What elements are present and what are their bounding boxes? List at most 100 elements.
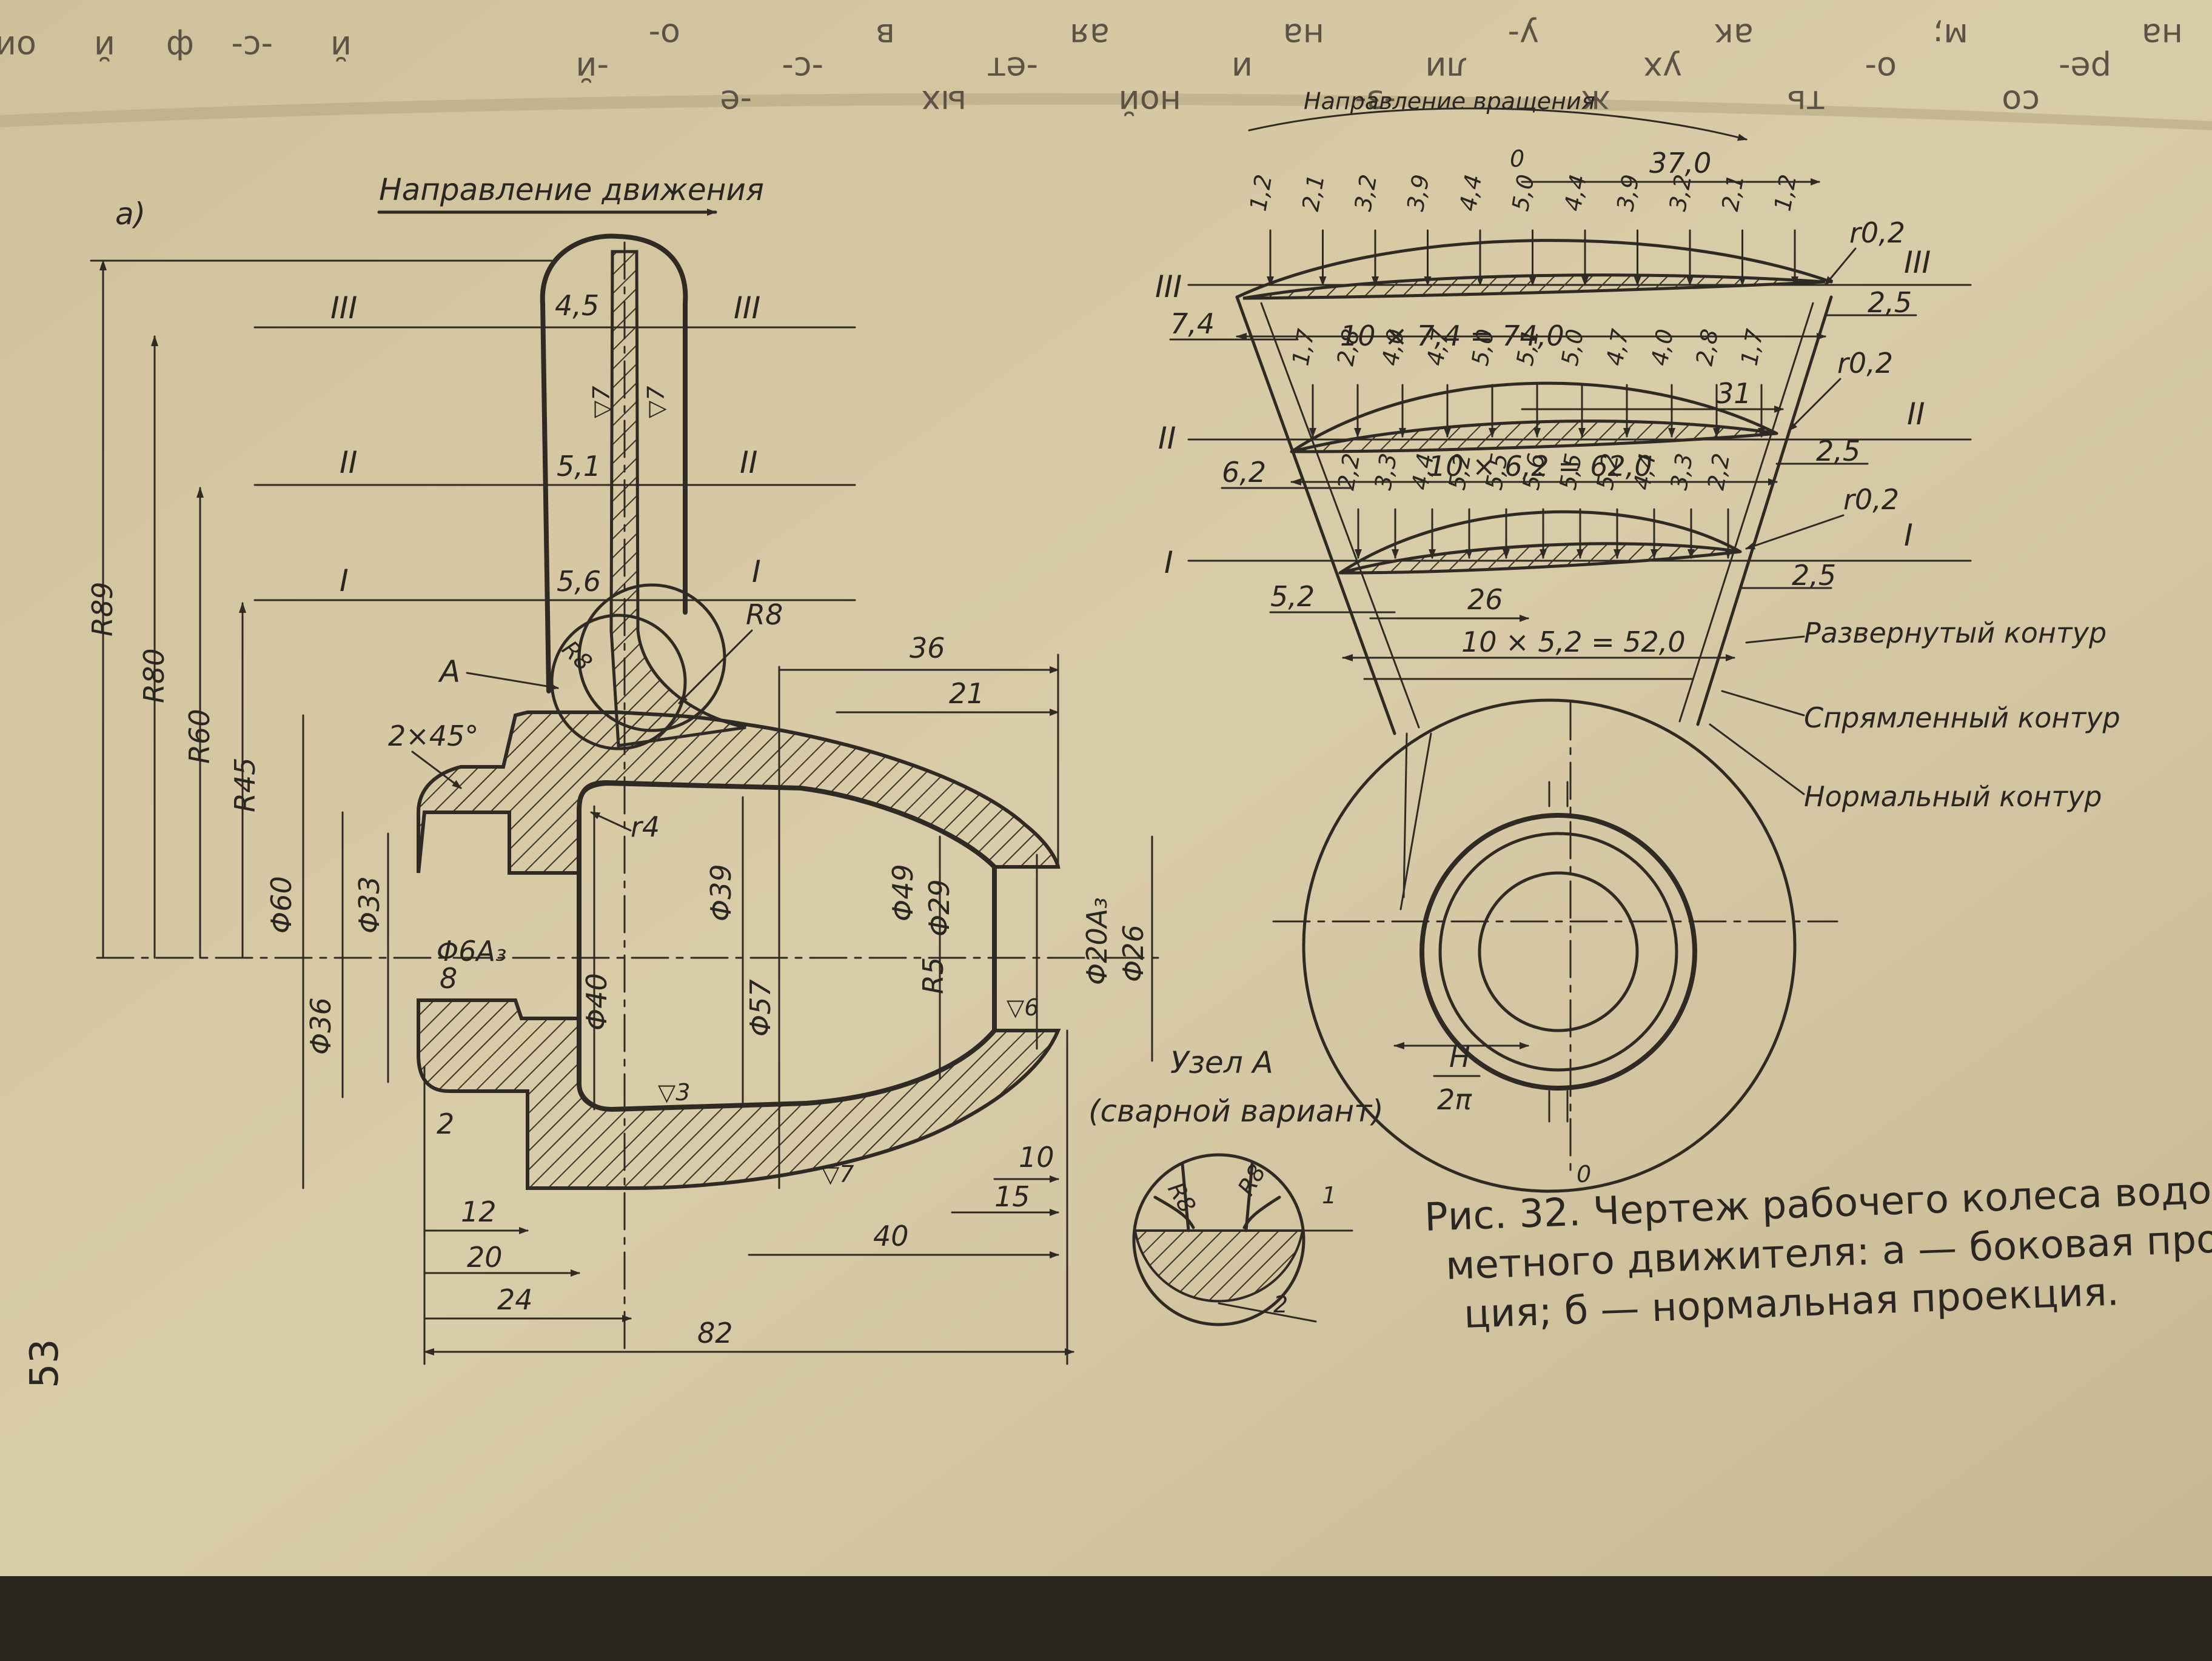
edge-offset-i: 2,5 bbox=[1792, 559, 1836, 592]
surface-mark-2: ▽7 bbox=[643, 386, 669, 418]
section-label-iii-right: III bbox=[734, 290, 760, 326]
edge-text-fragment: со bbox=[2002, 83, 2040, 121]
ordinate-label: 1,2 bbox=[1769, 172, 1802, 213]
edge-offset-ii: 2,5 bbox=[1816, 435, 1860, 467]
edge-text-fragment: на bbox=[1283, 16, 1324, 55]
blade-root-projection bbox=[1399, 732, 1432, 911]
edge-radius-iii: r0,2 bbox=[1849, 216, 1905, 249]
ordinate-label: 1,2 bbox=[1245, 172, 1278, 213]
hub-bore bbox=[1478, 871, 1639, 1032]
contour-straightened: Спрямленный контур bbox=[1804, 701, 2120, 734]
axis-label-0: 0 bbox=[1577, 1161, 1591, 1188]
view-a-side-projection: а) Направление движения III III II II I … bbox=[86, 172, 1165, 1365]
chord-26: 26 bbox=[1467, 583, 1503, 616]
step-7-4: 7,4 bbox=[1170, 307, 1215, 340]
node-detail-dim-1: 1 bbox=[1322, 1182, 1336, 1209]
radius-r45: R45 bbox=[229, 758, 261, 813]
edge-text-fragment-left: -с- bbox=[231, 28, 273, 67]
diameter-49: Φ49 bbox=[886, 864, 919, 921]
length-2: 2 bbox=[437, 1108, 454, 1140]
ordinate-label: 2,1 bbox=[1717, 172, 1749, 213]
ordinate-label: 3,9 bbox=[1402, 172, 1435, 213]
section-b-i-left: I bbox=[1164, 545, 1173, 580]
chord-31: 31 bbox=[1716, 377, 1752, 410]
edge-text-fragment: м; bbox=[1932, 16, 1968, 55]
surface-mark-1: ▽7 bbox=[588, 386, 615, 418]
fillet-r4: r4 bbox=[631, 810, 660, 843]
edge-text-fragment: ной bbox=[1119, 83, 1181, 121]
edge-text-fragment: ак bbox=[1714, 16, 1754, 55]
previous-page-text: наре-сом;о-тьакухжу-ли-з-наинойая-етыхв-… bbox=[0, 16, 2183, 121]
length-24: 24 bbox=[497, 1283, 533, 1316]
edge-text-fragment: в bbox=[876, 16, 895, 55]
edge-text-fragment: ух bbox=[1643, 50, 1682, 88]
diameter-33: Φ33 bbox=[353, 876, 386, 934]
ordinate-label: 4,4 bbox=[1560, 172, 1592, 213]
origin-label: 0 bbox=[1510, 145, 1524, 172]
edge-text-fragment: ли bbox=[1425, 50, 1467, 88]
hub-ring-outer bbox=[1419, 813, 1697, 1091]
profile-ii-curve bbox=[1290, 381, 1778, 453]
length-20: 20 bbox=[467, 1241, 503, 1274]
diameter-29: Φ29 bbox=[923, 879, 956, 937]
ordinate-label: 3,2 bbox=[1664, 172, 1697, 213]
diameter-20a3: Φ20A₃ bbox=[1081, 897, 1113, 985]
section-b-ii-left: II bbox=[1158, 421, 1176, 456]
chamfer-label: 2×45° bbox=[388, 720, 478, 752]
contour-normal: Нормальный контур bbox=[1804, 780, 2102, 813]
edge-offset-iii: 2,5 bbox=[1868, 286, 1912, 319]
blade-width-ii: 5,1 bbox=[557, 450, 601, 483]
diameter-57: Φ57 bbox=[744, 979, 777, 1037]
surface-mark-5: ▽6 bbox=[1007, 994, 1039, 1021]
radius-r89: R89 bbox=[86, 582, 119, 637]
edge-text-fragment: ых bbox=[921, 83, 967, 121]
node-a-label: A bbox=[438, 654, 460, 689]
ordinate-label: 3,2 bbox=[1350, 172, 1382, 213]
section-label-ii-right: II bbox=[740, 445, 758, 480]
ordinate-label: 3,9 bbox=[1612, 172, 1644, 213]
figure-caption: Рис. 32. Чертеж рабочего колеса водо- ме… bbox=[1424, 1168, 2212, 1337]
section-label-i-right: I bbox=[752, 554, 761, 589]
length-12: 12 bbox=[461, 1195, 497, 1228]
page-number: 53 bbox=[22, 1339, 67, 1388]
length-8: 8 bbox=[440, 962, 457, 995]
edge-text-fragment: -й bbox=[575, 50, 609, 88]
diameter-39: Φ39 bbox=[705, 864, 737, 921]
node-detail-circle bbox=[1132, 1153, 1305, 1326]
blade-width-i: 5,6 bbox=[557, 565, 601, 598]
length-40: 40 bbox=[873, 1220, 909, 1252]
spacing-iii: 10 × 7,4 = 74,0 bbox=[1340, 319, 1564, 352]
section-b-ii-right: II bbox=[1907, 396, 1925, 432]
hub-outer-circle bbox=[1302, 698, 1797, 1193]
edge-text-fragment-left: й bbox=[94, 28, 115, 67]
section-b-iii-left: III bbox=[1155, 269, 1182, 304]
step-6-2: 6,2 bbox=[1222, 456, 1266, 489]
view-a-label: а) bbox=[115, 196, 146, 232]
section-b-iii-right: III bbox=[1904, 245, 1931, 280]
length-10: 10 bbox=[1019, 1141, 1054, 1174]
edge-text-fragment-left: й bbox=[330, 28, 352, 67]
diameter-40: Φ40 bbox=[580, 973, 613, 1031]
diameter-26: Φ26 bbox=[1117, 924, 1150, 982]
contour-developed: Развернутый контур bbox=[1804, 617, 2106, 649]
fillet-r8-outer: R8 bbox=[746, 598, 783, 631]
keyway-marks bbox=[1548, 781, 1569, 1123]
section-label-ii-left: II bbox=[340, 445, 358, 480]
spacing-ii: 10 × 6,2 = 62,0 bbox=[1428, 450, 1652, 483]
radius-r60: R60 bbox=[183, 709, 216, 764]
edge-text-fragment: и bbox=[1232, 50, 1253, 88]
view-b-normal-projection: Направление вращения III III II II I I 1… bbox=[1155, 88, 2120, 1193]
chord-37: 37,0 bbox=[1649, 147, 1711, 179]
pitch-numerator: H bbox=[1449, 1041, 1470, 1074]
node-detail-weld bbox=[1153, 1162, 1281, 1232]
section-b-i-right: I bbox=[1904, 518, 1913, 553]
edge-text-fragment: о- bbox=[648, 16, 680, 55]
node-detail-title: Узел А bbox=[1170, 1045, 1273, 1080]
direction-of-motion-label: Направление движения bbox=[379, 172, 764, 207]
edge-text-fragment: -е bbox=[720, 83, 752, 121]
section-label-i-left: I bbox=[340, 563, 349, 598]
edge-text-fragment: ре- bbox=[2059, 50, 2111, 88]
blade-width-iii: 4,5 bbox=[555, 289, 599, 322]
